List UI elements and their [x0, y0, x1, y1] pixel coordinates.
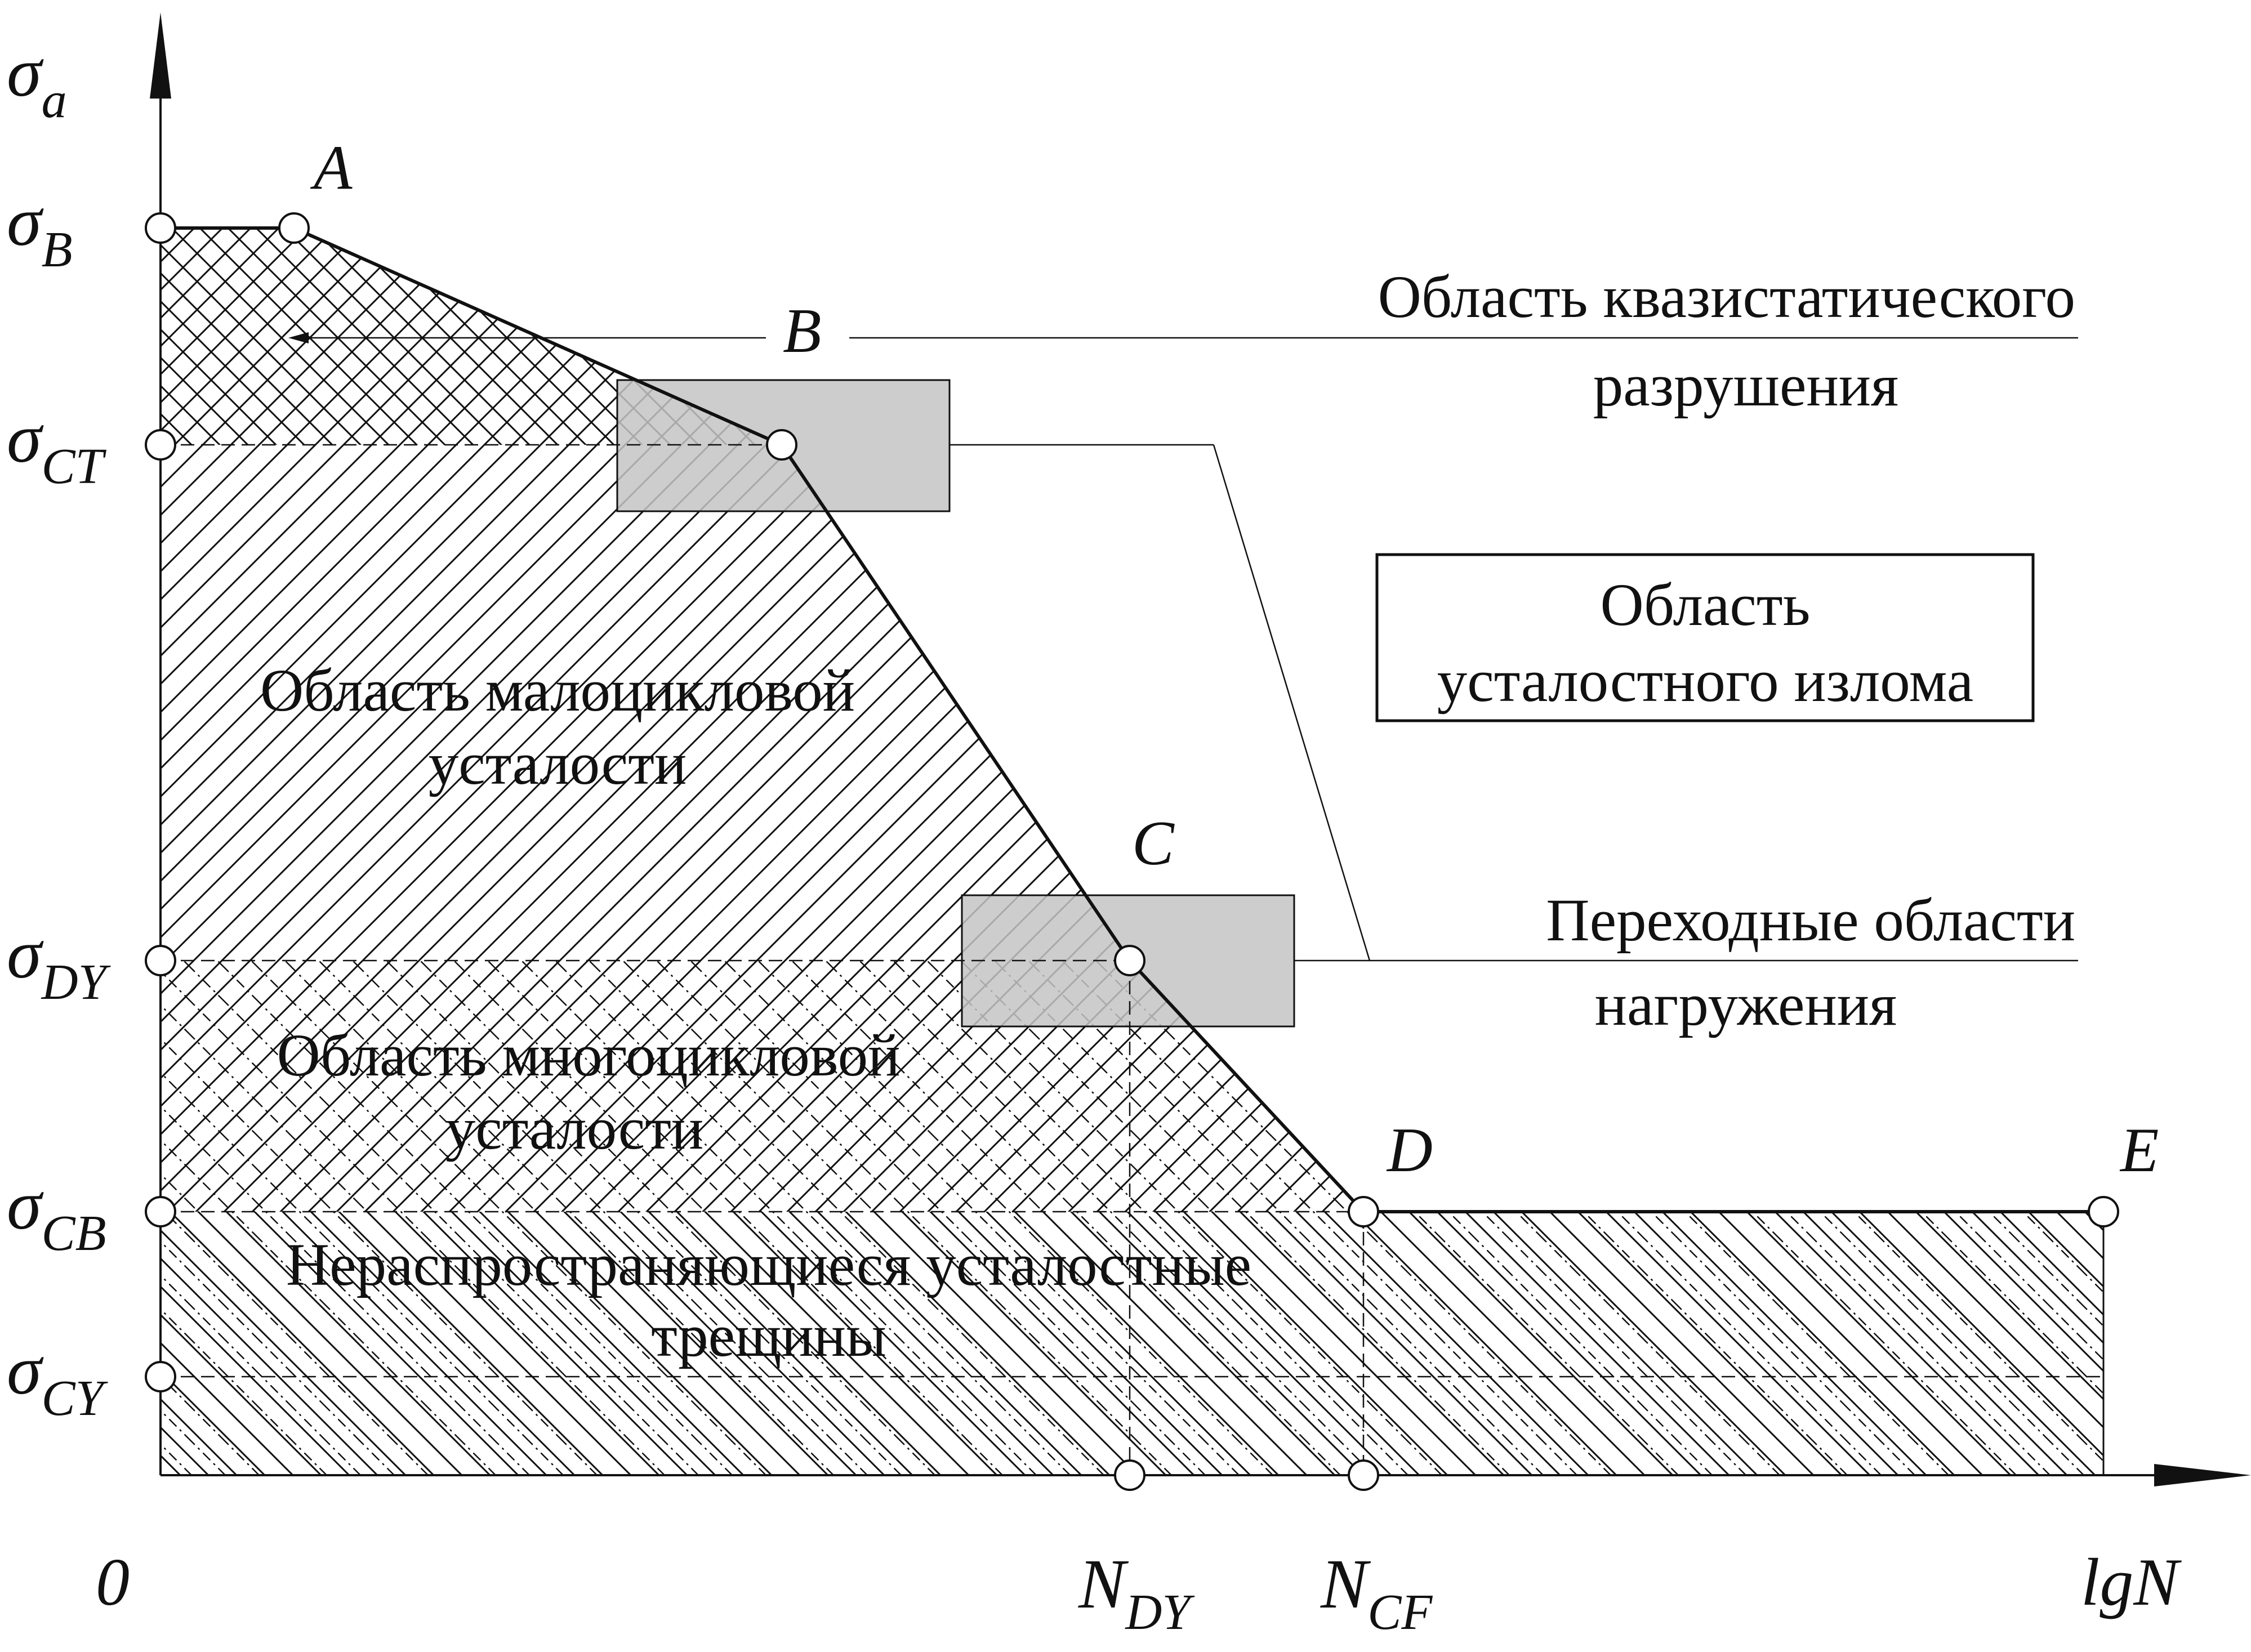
x-label-n-dy: NDY — [1078, 1546, 1195, 1640]
region-fatigue-fracture-line2: усталостного излома — [1437, 648, 1973, 715]
region-quasistatic-line2: разрушения — [1593, 352, 1898, 419]
region-low-cycle-line2: усталости — [429, 731, 687, 797]
leader-arrow — [288, 332, 309, 343]
x-label-n-cf: NCF — [1320, 1546, 1433, 1640]
y-label-sigma-cy: σCY — [7, 1332, 109, 1426]
point-label-b: B — [783, 296, 821, 366]
marker-sigma-ct — [145, 429, 176, 461]
region-fatigue-fracture-line1: Область — [1601, 572, 1811, 639]
marker-n-dy — [1114, 1459, 1145, 1491]
low-cycle-hatch — [161, 445, 1130, 961]
point-label-a: A — [310, 133, 353, 203]
region-low-cycle-line1: Область малоцикловой — [260, 658, 855, 724]
region-quasistatic-line1: Область квазистатического — [1378, 264, 2075, 331]
fatigue-curve — [161, 226, 2103, 1213]
origin-label: 0 — [96, 1544, 130, 1619]
y-label-sigma-cb: σCB — [7, 1167, 106, 1261]
x-axis-arrow — [2154, 1464, 2251, 1486]
point-label-e: E — [2119, 1115, 2159, 1185]
marker-sigma-dy — [145, 945, 176, 976]
markers — [145, 212, 2119, 1491]
point-label-d: D — [1386, 1115, 1433, 1185]
axes — [150, 12, 2251, 1486]
fatigue-fracture-box — [1375, 553, 2035, 722]
marker-point-d — [1348, 1196, 1379, 1227]
leader-lines — [293, 337, 2078, 962]
marker-n-cf — [1348, 1459, 1379, 1491]
region-transition-line2: нагружения — [1595, 972, 1897, 1038]
y-axis-arrow — [150, 12, 171, 99]
marker-point-c — [1114, 945, 1145, 976]
marker-point-b — [766, 429, 797, 461]
y-label-sigma-dy: σDY — [7, 916, 112, 1010]
marker-sigma-b — [145, 212, 176, 244]
marker-point-a — [278, 212, 310, 244]
reference-lines — [161, 444, 2103, 1475]
region-high-cycle-line1: Область многоцикловой — [277, 1023, 901, 1089]
region-non-propagating-line1: Нераспространяющиеся усталостные — [286, 1232, 1251, 1298]
x-axis-title: lgN — [2081, 1544, 2182, 1619]
y-axis-title: σa — [7, 34, 67, 128]
region-transition-line1: Переходные области — [1546, 887, 2075, 954]
marker-sigma-cy — [145, 1361, 176, 1392]
point-label-c: C — [1132, 809, 1175, 878]
region-high-cycle-line2: усталости — [445, 1096, 704, 1162]
marker-sigma-cb — [145, 1196, 176, 1227]
non-propagating-dashdot — [161, 1212, 2103, 1474]
y-label-sigma-b: σB — [7, 183, 73, 278]
marker-point-e — [2088, 1196, 2119, 1227]
region-non-propagating-line2: трещины — [651, 1303, 886, 1369]
y-label-sigma-ct: σCT — [7, 400, 107, 494]
